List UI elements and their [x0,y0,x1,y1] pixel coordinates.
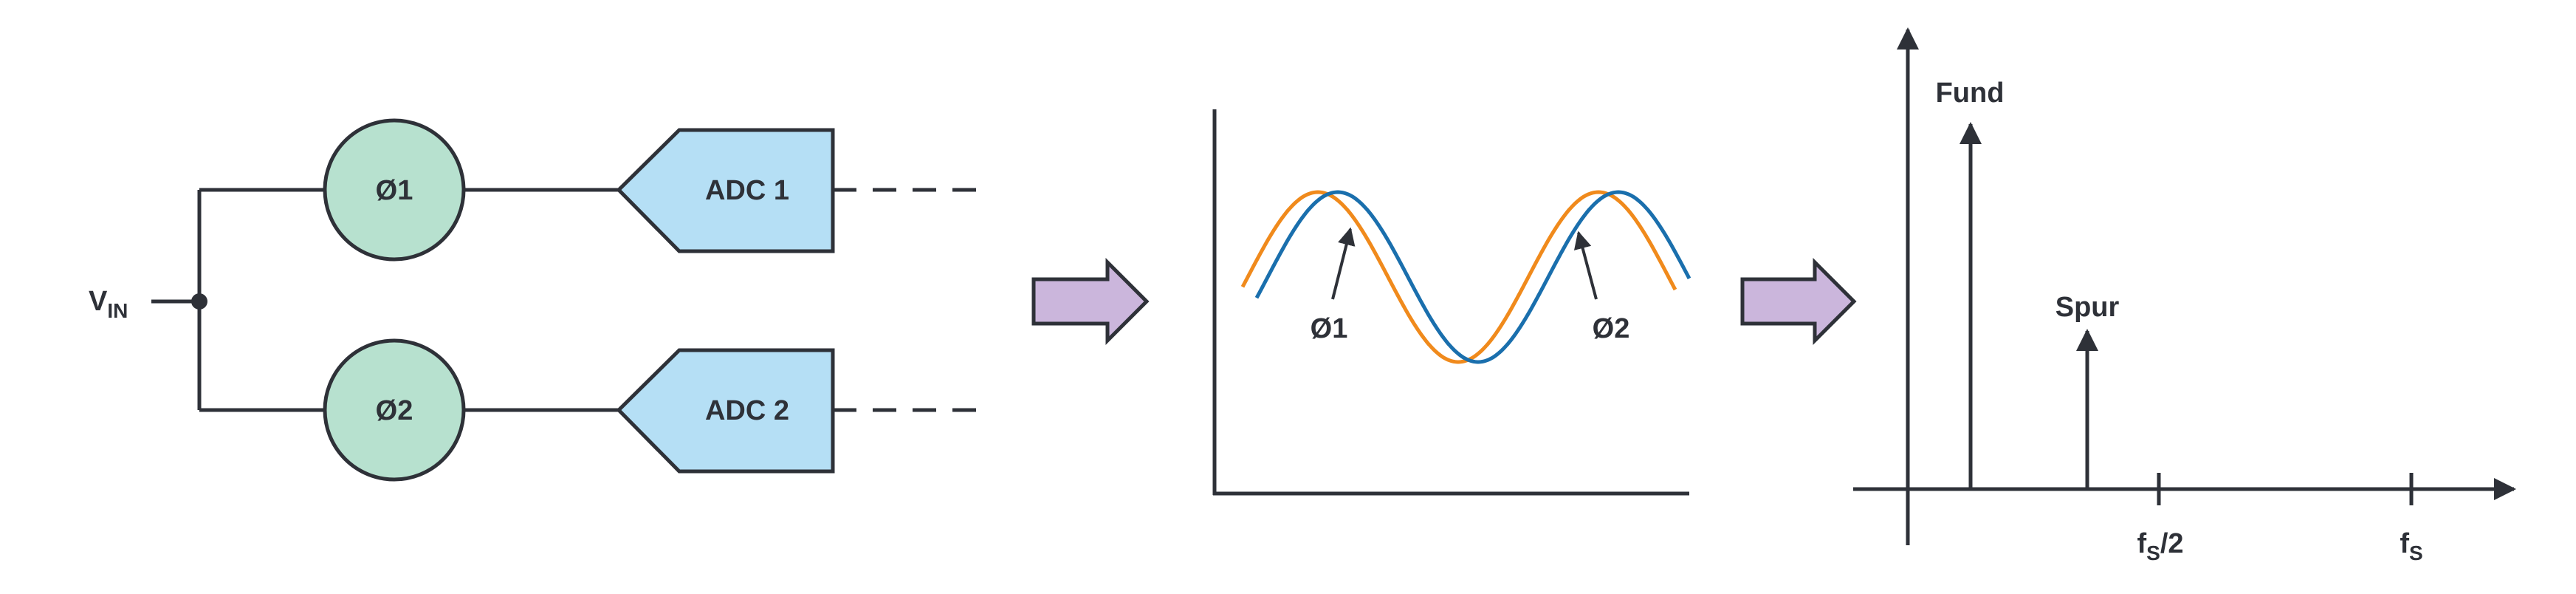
adc2-block [616,348,835,474]
fund-label: Fund [1936,78,2005,109]
phase2-pointer [1573,231,1598,300]
phase2-label: Ø2 [376,395,413,426]
circuit-panel [151,188,989,412]
junction-dot [191,293,207,310]
adc1-label: ADC 1 [705,175,789,206]
wave-phase2-label: Ø2 [1593,313,1630,344]
phase1-circle [323,118,466,262]
waveform-axes [1212,109,1689,496]
adc2-label: ADC 2 [705,395,789,426]
wave-phase1-label: Ø1 [1311,313,1348,344]
spur-label: Spur [2055,292,2120,323]
fs-half-label: fS/2 [2137,528,2183,564]
phase1-label: Ø1 [376,175,413,206]
vin-label: VIN [89,286,128,322]
flow-arrow-1 [1031,257,1150,346]
phase2-circle [323,338,466,482]
phase1-wave [1240,190,1677,364]
fs-label: fS [2400,528,2422,564]
adc1-block [616,128,835,253]
phase1-pointer [1331,227,1356,300]
phase2-wave [1254,190,1691,364]
flow-arrow-2 [1740,257,1857,346]
